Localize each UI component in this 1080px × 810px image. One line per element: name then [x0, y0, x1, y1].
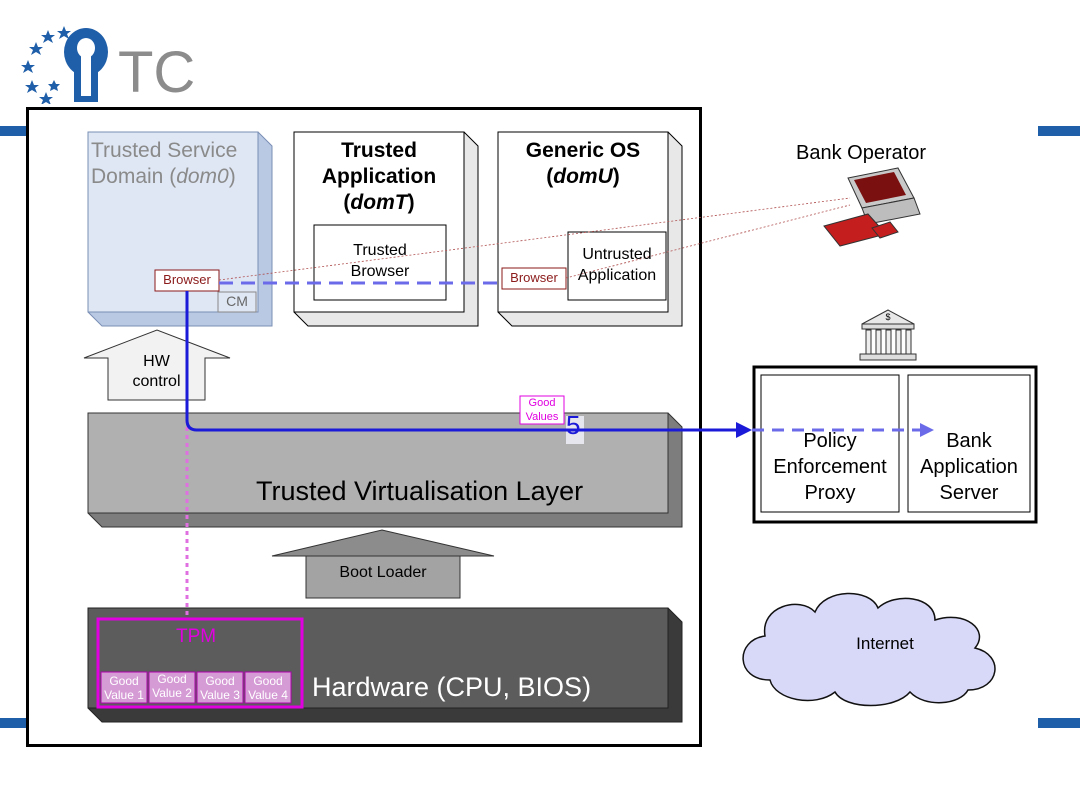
bank-operator-label: Bank Operator: [796, 142, 927, 164]
computer-icon: [823, 167, 921, 247]
cm-label: CM: [226, 293, 248, 309]
accent-bar-bottom-right: [1038, 718, 1080, 728]
domU-title: Generic OS (domU): [525, 139, 641, 188]
dom0-title: Trusted Service Domain (dom0): [91, 139, 238, 188]
trusted-browser-label: Trusted Browser: [350, 242, 410, 280]
boot-loader-label: Boot Loader: [339, 564, 427, 581]
untrusted-application-label: Untrusted Application: [577, 246, 657, 284]
hardware-label: Hardware (CPU, BIOS): [312, 672, 592, 702]
browser-domU: Browser: [510, 270, 558, 285]
step-number: 5: [566, 410, 581, 440]
bank-building-icon: [859, 309, 917, 361]
tpm-label: TPM: [176, 626, 217, 647]
bank-application-server-label: Bank Application Server: [920, 430, 1018, 504]
internet-cloud-icon: [742, 592, 996, 707]
bank-sign: $: [885, 312, 891, 322]
good-values-label: Good Values: [525, 397, 559, 423]
tvl-label: Trusted Virtualisation Layer: [256, 476, 584, 506]
accent-bar-top-left: [0, 126, 26, 136]
svg-text:TC: TC: [118, 40, 195, 104]
accent-bar-bottom-left: [0, 718, 26, 728]
accent-bar-top-right: [1038, 126, 1080, 136]
internet-label: Internet: [856, 634, 914, 653]
logo: TC: [18, 22, 198, 104]
logo-icon: TC: [21, 26, 195, 104]
policy-enforcement-proxy-label: Policy Enforcement Proxy: [773, 430, 887, 504]
domT-title: Trusted Application (domT): [321, 139, 437, 214]
hw-control-label: HW control: [132, 353, 181, 390]
browser-dom0: Browser: [163, 272, 211, 287]
